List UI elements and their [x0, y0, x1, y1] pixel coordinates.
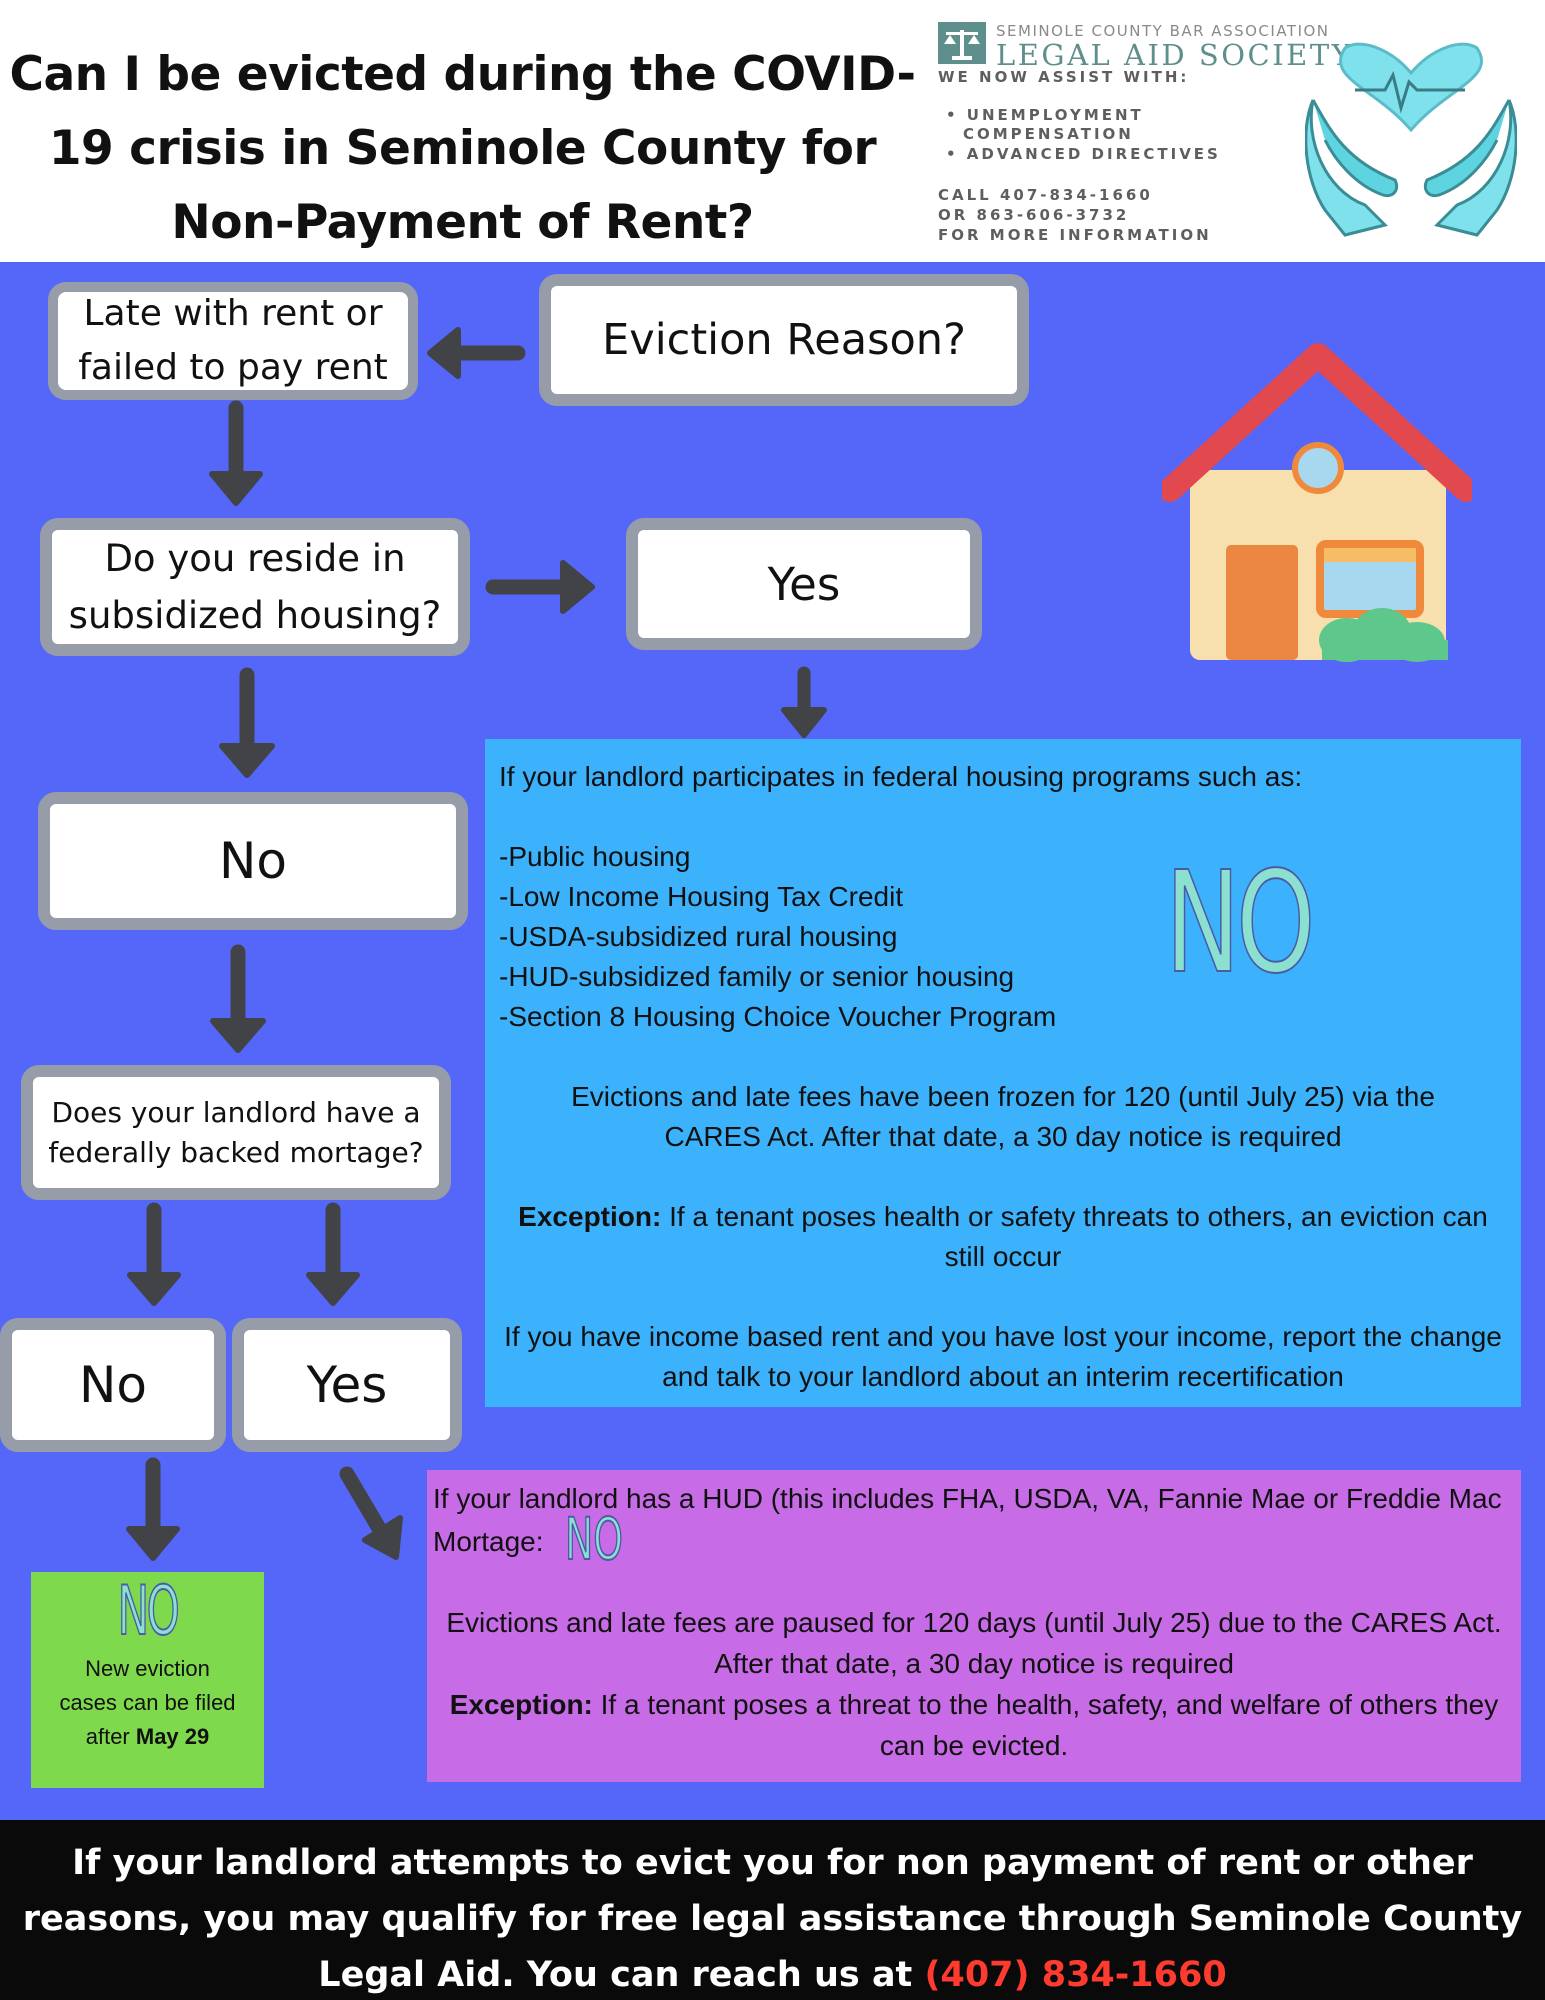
yes-mortgage-box: Yes — [232, 1318, 462, 1452]
program-item: -Public housing — [499, 841, 691, 872]
page-title: Can I be evicted during the COVID- 19 cr… — [9, 47, 916, 250]
subsidized-housing-box: Do you reside in subsidized housing? — [40, 518, 470, 656]
program-item: -USDA-subsidized rural housing — [499, 921, 898, 952]
balance-scale-icon — [938, 22, 986, 64]
program-item: -Low Income Housing Tax Credit — [499, 881, 904, 912]
federal-mortgage-box: Does your landlord have a federally back… — [21, 1065, 451, 1200]
phone-number[interactable]: (407) 834-1660 — [924, 1955, 1227, 1995]
federal-housing-info: If your landlord participates in federal… — [485, 739, 1521, 1407]
yes-subsidized-box: Yes — [626, 518, 982, 650]
program-item: -HUD-subsidized family or senior housing — [499, 961, 1015, 992]
big-no-label: NO — [1164, 842, 1316, 1005]
hud-mortgage-info: If your landlord has a HUD (this include… — [427, 1470, 1521, 1782]
program-item: -Section 8 Housing Choice Voucher Progra… — [499, 1001, 1057, 1032]
eviction-reason-box: Eviction Reason? — [539, 274, 1029, 406]
house-icon — [1162, 343, 1472, 662]
footer-banner: If your landlord attempts to evict you f… — [0, 1820, 1545, 2000]
green-no-label: NO — [117, 1571, 180, 1652]
no-subsidized-box: No — [38, 792, 468, 930]
late-rent-box: Late with rent or failed to pay rent — [48, 282, 418, 400]
header: Can I be evicted during the COVID- 19 cr… — [0, 0, 1545, 262]
no-mortgage-info: NO New eviction cases can be filed after… — [31, 1571, 264, 1788]
small-no-label: NO — [565, 1505, 624, 1573]
no-mortgage-box: No — [0, 1318, 226, 1452]
heart-hands-icon — [1305, 42, 1517, 237]
legal-aid-logo: SEMINOLE COUNTY BAR ASSOCIATION LEGAL AI… — [938, 22, 1354, 244]
